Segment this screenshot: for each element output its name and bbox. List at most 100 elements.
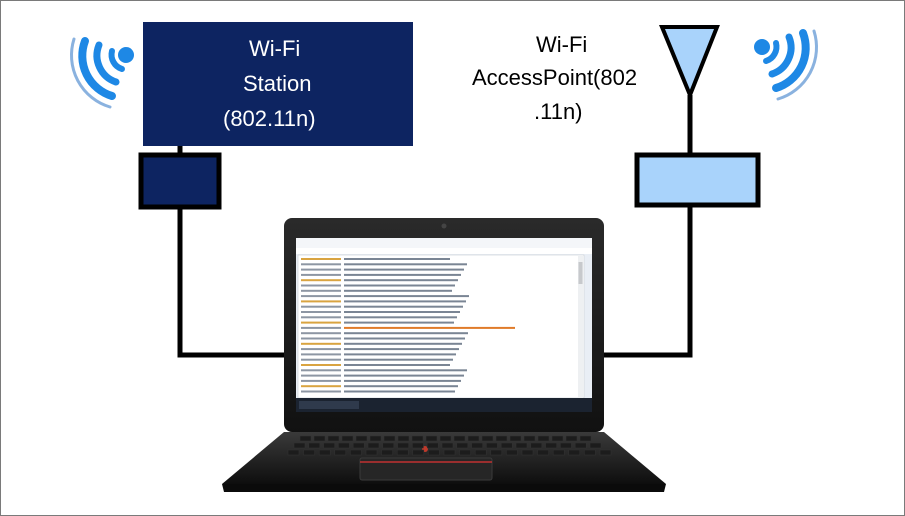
log-line [344,385,458,388]
webcam [441,223,447,229]
keyboard-key [579,435,592,442]
access-point-adapter [634,152,761,208]
keyboard-keys [287,435,612,456]
keyboard-key [471,442,483,449]
log-line-timestamp [301,258,341,260]
log-line-timestamp [301,348,341,351]
log-line-timestamp [301,337,341,340]
log-line [344,332,468,335]
keyboard-key [509,435,522,442]
log-line [344,305,463,308]
touchpad [359,457,493,481]
keyboard-key [299,435,312,442]
log-line-timestamp [301,358,341,361]
log-line-timestamp [301,374,341,377]
keyboard-key [383,435,396,442]
keyboard-key [459,449,471,456]
keyboard-key [560,442,572,449]
log-line [344,289,452,292]
keyboard-key [545,442,557,449]
keyboard-key [350,449,362,456]
station-label-line3: (802.11n) [223,106,316,131]
log-line-timestamp [301,326,341,329]
station-label-line2: Station [243,71,312,96]
keyboard-key [521,449,534,456]
keyboard-key [439,435,452,442]
keyboard-key [453,435,466,442]
keyboard-key [426,442,439,449]
wifi-signal-right-icon [754,29,818,101]
station-box [143,22,413,146]
log-line-timestamp [301,263,341,266]
log-line-timestamp [301,385,341,388]
keyboard-key [495,435,508,442]
log-line [344,353,456,356]
keyboard-key [474,449,487,456]
log-line-timestamp [301,369,341,372]
log-output-lines [301,258,515,393]
keyboard-key [303,449,315,456]
keyboard-key [382,442,395,449]
access-point-cable [590,205,693,358]
antenna-icon [659,25,720,101]
keyboard-key [530,442,543,449]
keyboard-key [313,435,326,442]
keyboard-key [551,435,564,442]
log-line-timestamp [301,279,341,282]
log-line [344,263,467,266]
log-line-timestamp [301,311,341,313]
log-line-timestamp [301,321,341,324]
keyboard-key [552,449,565,456]
keyboard-key [486,442,498,449]
keyboard-key [338,442,350,449]
keyboard-key [341,435,354,442]
log-line [344,342,462,345]
log-line [344,295,469,298]
log-line [344,348,459,351]
keyboard-key [425,435,438,442]
keyboard-key [411,435,424,442]
keyboard-key [568,449,581,456]
keyboard-key [334,449,347,456]
keyboard-key [396,449,409,456]
keyboard-key [441,442,454,449]
station-label: Wi-Fi Station (802.11n) [143,22,413,146]
keyboard-key [327,435,340,442]
keyboard-key [537,435,550,442]
station-cable [177,207,300,358]
keyboard-key [456,442,469,449]
keyboard-key [428,449,440,456]
keyboard-key [308,442,321,449]
keyboard-key [397,442,409,449]
log-line [344,374,464,377]
keyboard-key [574,442,587,449]
log-line-timestamp [301,364,341,366]
keyboard-key [412,449,425,456]
log-line-timestamp [301,305,341,308]
keyboard-key [367,442,380,449]
log-line [344,390,455,393]
log-line [344,369,467,372]
access-point-label-line2: AccessPoint(802 [472,65,638,90]
log-line [344,326,515,329]
log-line-timestamp [301,353,341,356]
keyboard-key [293,442,306,449]
access-point-label-line1: Wi-Fi [536,32,588,57]
log-line-timestamp [301,295,341,298]
log-line [344,284,455,287]
log-line [344,311,460,313]
laptop-illustration [222,218,666,492]
keyboard-key [397,435,410,442]
log-line [344,337,465,340]
keyboard-key [467,435,480,442]
keyboard-key [500,442,513,449]
keyboard-key [599,449,612,456]
log-line [344,379,461,382]
keyboard-key [537,449,549,456]
access-point-label: Wi-Fi AccessPoint(802 .11n) [470,30,670,140]
log-line-timestamp [301,342,341,345]
log-line [344,268,464,271]
log-line-timestamp [301,284,341,287]
keyboard-key [318,449,331,456]
